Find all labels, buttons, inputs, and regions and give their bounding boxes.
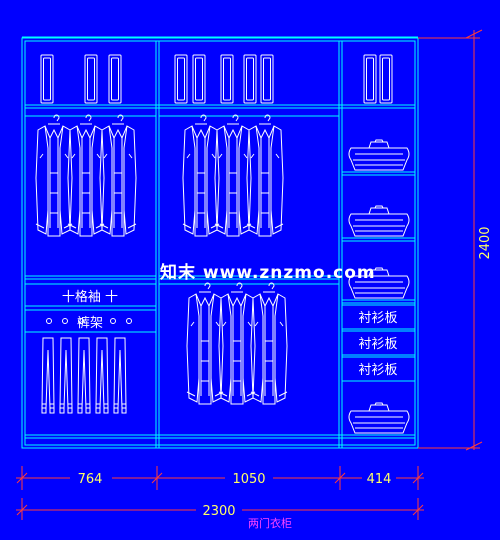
width-right-label: 414 (367, 472, 392, 487)
drawer-2 (84, 54, 98, 104)
drawer-7 (243, 54, 257, 104)
trouser-1 (41, 337, 55, 414)
coat-3 (99, 114, 137, 237)
trouser-2 (59, 337, 73, 414)
drawer-10 (379, 54, 393, 104)
trouser-rack-knobs (46, 318, 132, 324)
shirt-board-label-1: 衬衫板 (358, 311, 397, 326)
shirt-board-label-2: 衬衫板 (358, 337, 397, 352)
tie-rack-label: 十格袖 十 (62, 289, 118, 305)
coat-7 (186, 282, 224, 405)
drawer-1 (40, 54, 54, 104)
height-label: 2400 (478, 226, 493, 259)
shirt-stack-1 (348, 139, 410, 171)
coat-5 (214, 114, 252, 237)
drawer-5 (192, 54, 206, 104)
coat-9 (250, 282, 288, 405)
cabinet-frame (21, 36, 419, 449)
trouser-5 (113, 337, 127, 414)
shirt-board-label-3: 衬衫板 (358, 363, 397, 378)
coat-6 (246, 114, 284, 237)
watermark: 知末 www.znzmo.com (160, 263, 376, 283)
folded-shirts (348, 139, 410, 434)
width-middle-label: 1050 (232, 472, 265, 487)
drawing-caption: 两门衣柜 (248, 516, 292, 530)
drawer-9 (363, 54, 377, 104)
height-dimension (418, 29, 483, 451)
trouser-3 (77, 337, 91, 414)
coat-4 (182, 114, 220, 237)
shirt-stack-2 (348, 205, 410, 237)
drawer-4 (174, 54, 188, 104)
shirt-stack-4 (348, 402, 410, 434)
total-width-label: 2300 (202, 504, 235, 519)
width-left-label: 764 (78, 472, 103, 487)
coat-2 (67, 114, 105, 237)
coat-8 (218, 282, 256, 405)
drawer-6 (220, 54, 234, 104)
trouser-rack-label: 裤架 (77, 316, 103, 331)
hanging-trousers (41, 337, 127, 414)
trouser-4 (95, 337, 109, 414)
drawer-3 (108, 54, 122, 104)
drawer-8 (260, 54, 274, 104)
coat-1 (35, 114, 73, 237)
